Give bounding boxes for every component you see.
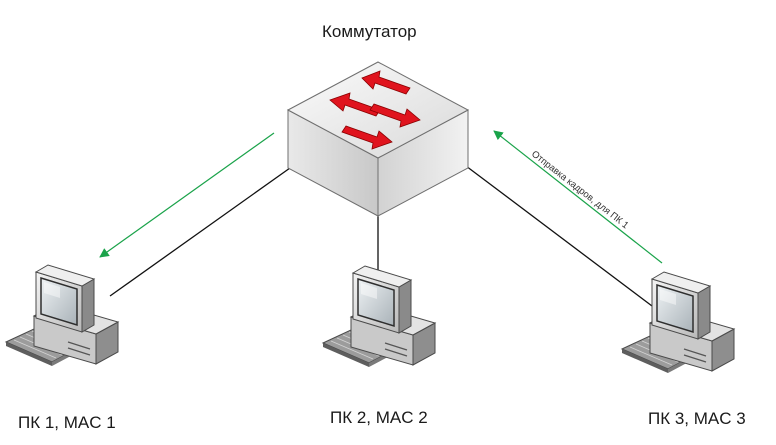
flow-arrow-from-pc3 (493, 130, 663, 264)
flow-caption: Отправка кадров, для ПК 1 (529, 149, 630, 232)
link-pc3 (465, 165, 657, 310)
switch-icon (286, 61, 470, 217)
switch-label: Коммутатор (322, 22, 417, 41)
flow-arrow-to-pc1 (99, 132, 275, 258)
pc3-label: ПК 3, MAC 3 (648, 409, 746, 428)
computer-icon (621, 271, 735, 374)
link-pc1 (109, 167, 291, 297)
computer-icon (322, 265, 436, 368)
pc1-label: ПК 1, MAC 1 (18, 413, 116, 432)
computer-icon (5, 264, 119, 367)
pc2-label: ПК 2, MAC 2 (330, 408, 428, 427)
